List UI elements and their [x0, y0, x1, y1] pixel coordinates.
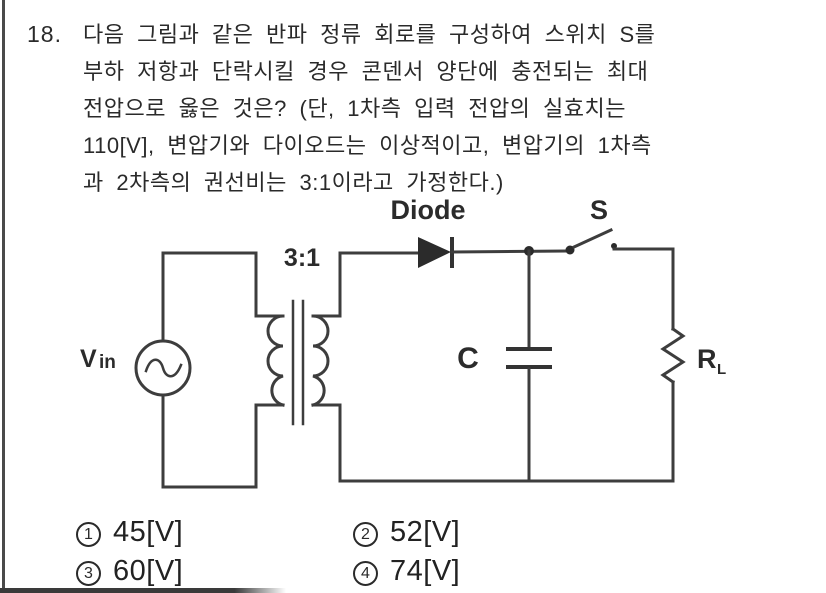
- bottom-rail-wire: [311, 403, 675, 483]
- option-4-marker: 4: [353, 561, 378, 586]
- option-1-marker: 1: [76, 522, 101, 547]
- option-3-value: 60[V]: [113, 555, 184, 587]
- option-2-marker: 2: [353, 522, 378, 547]
- page-left-border: [2, 0, 5, 593]
- right-rail-top-wire: [612, 247, 675, 331]
- option-4: 4 74[V]: [353, 555, 460, 588]
- option-3-marker: 3: [76, 561, 101, 586]
- load-resistor-icon: [660, 326, 686, 385]
- option-1-value: 45[V]: [113, 516, 184, 548]
- question-text: 다음 그림과 같은 반파 정류 회로를 구성하여 스위치 S를 부하 저항과 단…: [83, 16, 797, 201]
- question-line: 과 2차측의 권선비는 3:1이라고 가정한다.): [83, 170, 504, 195]
- resistor-label-sub: L: [717, 361, 726, 378]
- switch-blade: [572, 228, 613, 249]
- question-line: 부하 저항과 단락시킬 경우 콘덴서 양단에 충전되는 최대: [83, 59, 649, 84]
- source-label-sub: in: [99, 352, 116, 373]
- question-line: 전압으로 옳은 것은? (단, 1차측 입력 전압의 실효치는: [83, 96, 626, 121]
- transformer-primary-winding: [266, 314, 285, 407]
- primary-top-wire: [161, 251, 258, 343]
- question-block: 18. 다음 그림과 같은 반파 정류 회로를 구성하여 스위치 S를 부하 저…: [27, 16, 797, 201]
- diode-label: Diode: [390, 195, 465, 225]
- switch-label: S: [590, 195, 608, 225]
- page-bottom-border: [0, 588, 286, 593]
- question-line: 다음 그림과 같은 반파 정류 회로를 구성하여 스위치 S를: [83, 22, 656, 47]
- transformer-secondary-winding: [311, 314, 330, 407]
- diode-output-wire: [450, 249, 568, 254]
- primary-bottom-wire: [161, 393, 285, 489]
- option-4-value: 74[V]: [390, 555, 461, 587]
- diode-icon: [418, 237, 451, 268]
- capacitor-label: C: [457, 342, 479, 375]
- option-2-value: 52[V]: [390, 516, 461, 548]
- resistor-label: R: [697, 344, 717, 374]
- secondary-top-wire: [311, 251, 420, 318]
- transformer-ratio-label: 3:1: [284, 244, 320, 272]
- switch-pivot-dot: [565, 245, 575, 255]
- sine-wave-icon: [144, 358, 183, 378]
- source-label: V: [80, 345, 97, 373]
- question-line: 110[V], 변압기와 다이오드는 이상적이고, 변압기의 1차측: [83, 133, 652, 158]
- option-2: 2 52[V]: [353, 516, 460, 549]
- option-3: 3 60[V]: [76, 555, 183, 588]
- option-1: 1 45[V]: [76, 516, 183, 549]
- question-number: 18.: [27, 21, 62, 47]
